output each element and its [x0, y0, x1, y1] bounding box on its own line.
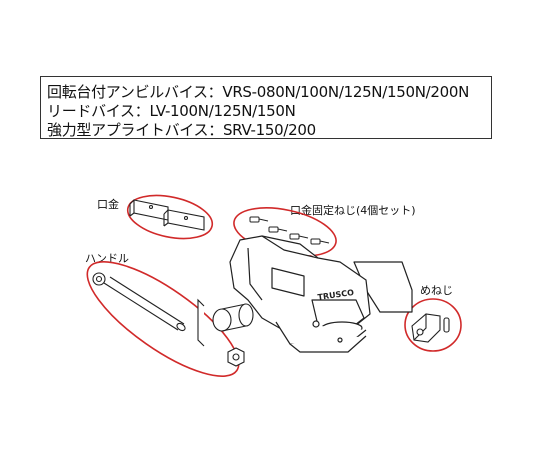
jaw-screws	[249, 216, 330, 245]
jaw-plates	[129, 199, 205, 231]
jaw-screws-label: 口金固定ねじ(4個セット)	[290, 203, 416, 217]
jaw-label: 口金	[97, 197, 119, 211]
model-list-box: 回転台付アンビルバイス：VRS-080N/100N/125N/150N/200N…	[40, 76, 492, 139]
vise-body	[229, 235, 413, 353]
handle-label: ハンドル	[85, 252, 129, 265]
jaw-highlight	[126, 194, 214, 240]
nut-label: めねじ	[420, 284, 453, 297]
model-line-vrs: 回転台付アンビルバイス：VRS-080N/100N/125N/150N/200N	[47, 83, 470, 101]
nut-part	[411, 313, 450, 343]
handle-knob-bottom	[227, 347, 245, 367]
model-line-lv: リードバイス：LV-100N/125N/150N	[47, 102, 296, 120]
handle-bar	[103, 276, 186, 332]
handle-knob-top	[92, 272, 106, 286]
model-line-srv: 強力型アプライトバイス：SRV-150/200	[47, 121, 316, 139]
spindle	[197, 298, 254, 347]
nut-highlight	[404, 298, 462, 352]
handle-highlight	[86, 261, 240, 377]
